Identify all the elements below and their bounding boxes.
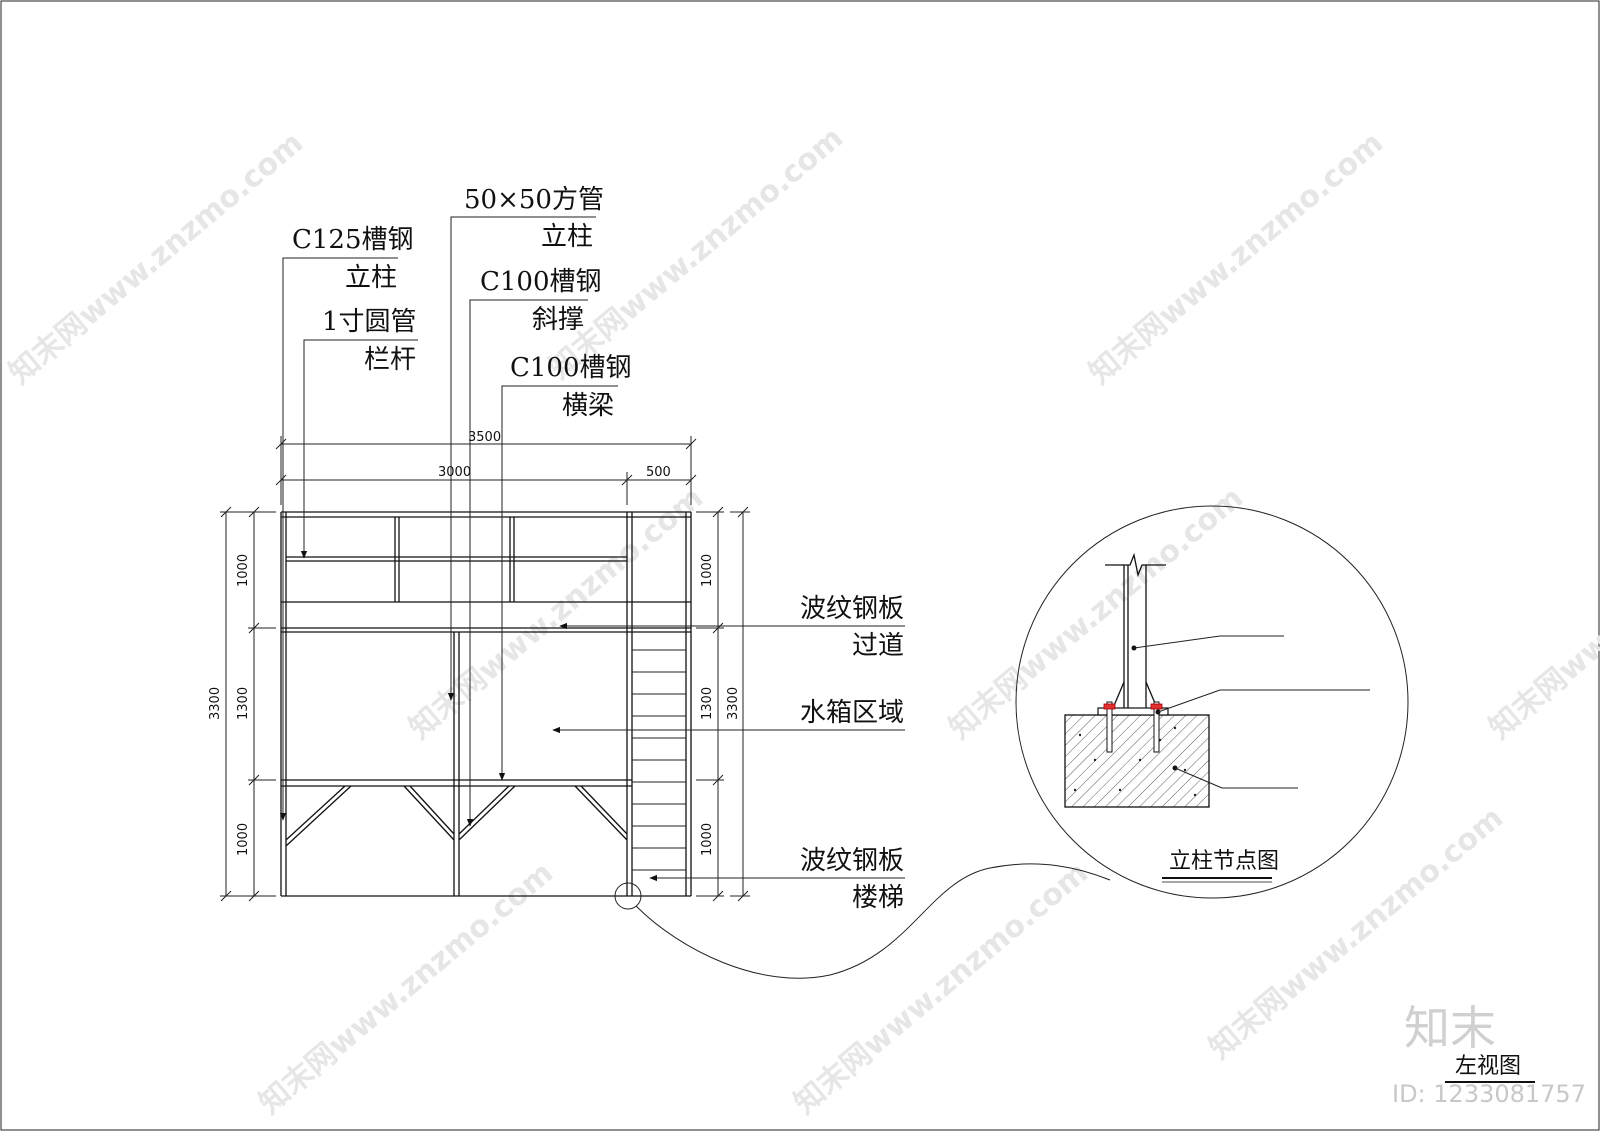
dim-right-bottom: 1000 — [700, 823, 715, 856]
stair-treads — [632, 649, 686, 871]
watermark-text: 知末网www.znzmo.com — [253, 855, 560, 1121]
brand-logo: 知末 — [1404, 1001, 1496, 1055]
dim-right-total: 3300 — [726, 687, 741, 720]
label-square-tube-sub: 立柱 — [541, 222, 593, 252]
concrete-speckles — [1073, 726, 1197, 797]
dim-left-mid: 1300 — [236, 687, 251, 720]
dim-left-top: 1000 — [236, 554, 251, 587]
label-c100-brace: C100槽钢 — [480, 267, 602, 297]
anchor-nut — [1103, 703, 1116, 710]
label-c125-column: C125槽钢 — [292, 225, 414, 255]
watermark-text: 知末网www.znzmo.com — [1483, 480, 1600, 746]
label-c100-beam-sub: 横梁 — [562, 391, 614, 421]
image-id: ID: 1233081757 — [1392, 1080, 1586, 1108]
watermark-text: 知末网www.znzmo.com — [543, 120, 850, 386]
label-railing-pipe-sub: 栏杆 — [364, 345, 416, 375]
concrete-footing — [1064, 714, 1210, 808]
dim-total-width: 3500 — [468, 430, 501, 445]
detail-callout — [614, 863, 1111, 979]
dim-stair-width: 500 — [646, 465, 671, 480]
column-node-detail: 立柱节点图 — [1015, 505, 1409, 899]
platform-elevation — [280, 511, 692, 897]
dim-main-width: 3000 — [438, 465, 471, 480]
watermark-text: 知末网www.znzmo.com — [403, 480, 710, 746]
label-walkway-plate: 波纹钢板 — [800, 594, 904, 624]
watermark-text: 知末网www.znzmo.com — [1083, 125, 1390, 391]
label-stair-plate-sub: 楼梯 — [852, 883, 904, 913]
dim-right-top: 1000 — [700, 554, 715, 587]
watermark-text: 知末网www.znzmo.com — [3, 125, 310, 391]
anchor-nut — [1150, 703, 1163, 710]
dim-right-mid: 1300 — [700, 687, 715, 720]
watermark-text: 知末网www.znzmo.com — [943, 480, 1250, 746]
label-walkway-plate-sub: 过道 — [852, 631, 904, 661]
label-c125-column-sub: 立柱 — [345, 263, 397, 293]
dimension-lines: 3500 3000 500 3300 1000 1300 1000 — [208, 430, 750, 902]
detail-title: 立柱节点图 — [1169, 849, 1279, 874]
dim-left-total: 3300 — [208, 687, 223, 720]
view-title: 左视图 — [1455, 1054, 1521, 1079]
label-square-tube: 50×50方管 — [464, 185, 604, 215]
label-c100-beam: C100槽钢 — [510, 353, 632, 383]
annotations: C125槽钢 立柱 50×50方管 立柱 C100槽钢 斜撑 1寸圆管 栏杆 C… — [279, 185, 905, 913]
label-c100-brace-sub: 斜撑 — [532, 305, 584, 335]
label-tank-area: 水箱区域 — [800, 698, 904, 728]
dim-left-bottom: 1000 — [236, 823, 251, 856]
label-railing-pipe: 1寸圆管 — [322, 307, 417, 337]
label-stair-plate: 波纹钢板 — [800, 846, 904, 876]
